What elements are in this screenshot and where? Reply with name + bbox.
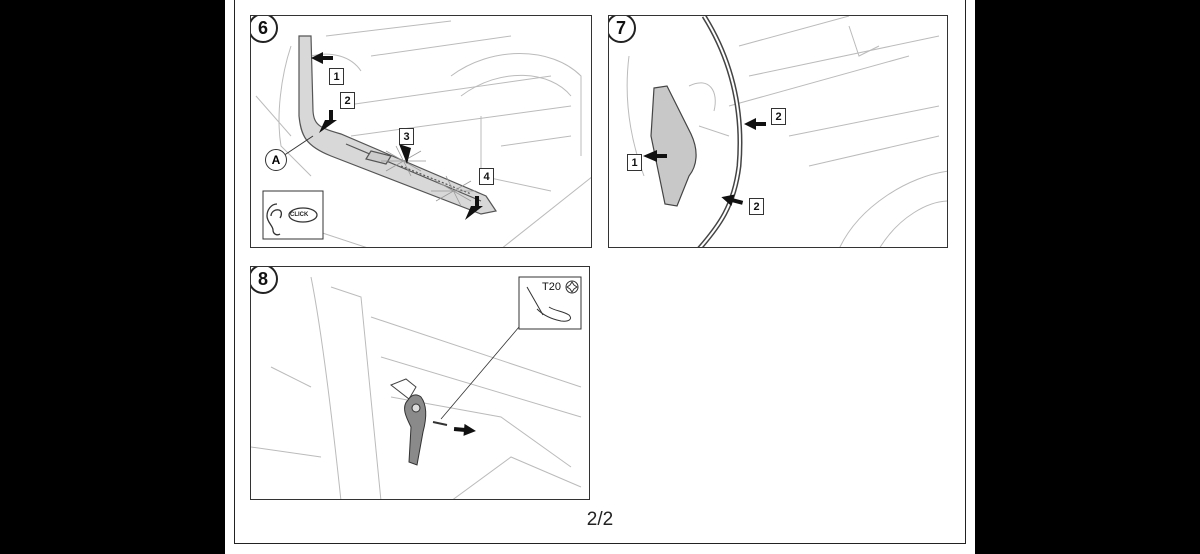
part-label-a: A xyxy=(265,149,287,171)
step-8-number: 8 xyxy=(251,267,278,294)
ear-icon xyxy=(266,203,318,236)
torx-icon xyxy=(565,280,579,294)
step-7-number: 7 xyxy=(609,16,636,43)
callout-4: 4 xyxy=(479,168,494,185)
tool-label: T20 xyxy=(542,281,561,293)
step-6-panel: 6 1 2 3 4 A CLICK xyxy=(250,15,592,248)
callout-3: 3 xyxy=(399,128,414,145)
step-6-number: 6 xyxy=(251,16,278,43)
click-sound-text: CLICK xyxy=(290,212,309,218)
step-6-illustration xyxy=(255,20,591,247)
callout-2: 2 xyxy=(340,92,355,109)
page-number: 2/2 xyxy=(586,509,614,530)
callout-1: 1 xyxy=(329,68,344,85)
manual-page: 6 1 2 3 4 A CLICK xyxy=(225,0,975,554)
callout-2: 2 xyxy=(771,108,786,125)
callout-1: 1 xyxy=(627,154,642,171)
step-8-illustration xyxy=(251,276,582,499)
step-7-illustration xyxy=(626,16,947,247)
callout-2: 2 xyxy=(749,198,764,215)
step-8-panel: 8 T20 xyxy=(250,266,590,500)
step-7-panel: 7 1 2 2 xyxy=(608,15,948,248)
page-frame xyxy=(234,0,966,544)
